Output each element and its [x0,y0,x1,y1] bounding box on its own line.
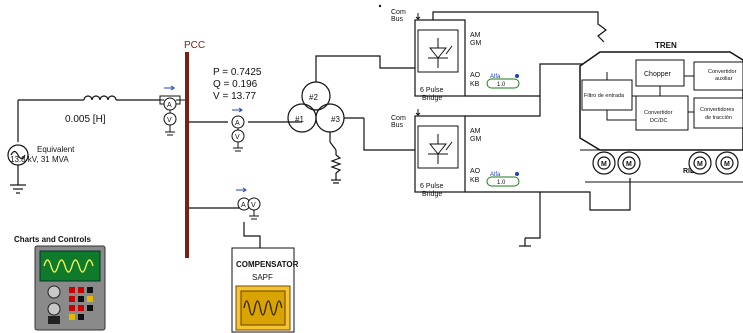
source-label: Equivalent [37,145,75,154]
power-v: V = 13.77 [213,91,257,102]
bridge-2-alpha-value: 1.0 [497,180,506,186]
motor-wheel-4 [715,151,739,175]
ac-source [7,99,84,194]
traction-converter-line1: Convertidores [700,107,734,113]
motor-wheel-1 [592,151,616,175]
bridge-2-ao: AO [470,168,481,175]
knob-icon [47,285,61,299]
aux-converter-line1: Convertidor [708,69,737,75]
meter-comp-v[interactable] [247,197,261,220]
bridge-1-pulse: 6 Pulse [420,87,443,94]
bridge-2-kb: KB [470,177,480,184]
bridge-2-gm: GM [470,136,481,143]
motor-wheel-3 [688,151,712,175]
source-rating: 13.8 kV, 31 MVA [10,155,69,164]
power-q: Q = 0.196 [213,79,258,90]
bridge-2-alpha-slider[interactable] [486,172,520,187]
line-inductor [83,95,160,101]
train-block [579,51,743,183]
bridge-1-name: Bridge [422,95,442,102]
dcdc-converter-line2: DC/DC [650,118,667,124]
bridge-1-alpha-value: 1.0 [497,82,506,88]
grounding-resistor [329,141,342,184]
bridge-2-pulse: 6 Pulse [420,183,443,190]
direction-arrow-2 [232,107,243,113]
train-title: TREN [655,41,677,50]
charts-controls-icon[interactable] [34,245,106,331]
direction-arrow-3 [236,187,247,193]
bridge-feeders [315,55,395,151]
winding-3: #3 [331,115,340,124]
bridge-1-bus: Bus [391,16,404,23]
motor-3-label: M [697,161,703,168]
bridge-1-kb: KB [470,81,480,88]
voltmeter-symbol: V [167,117,172,124]
traction-converter-line2: de tracción [705,115,732,121]
knob-icon-2 [47,302,61,316]
motor-wheel-2 [617,151,641,175]
meter-pcc-a[interactable] [231,115,245,152]
bridge-2-name: Bridge [422,191,442,198]
aux-converter-line2: auxiliar [715,76,733,82]
charts-controls-label: Charts and Controls [14,235,91,244]
winding-1: #1 [295,115,304,124]
compensator-title: COMPENSATOR [236,260,299,269]
compensator-sub: SAPF [252,273,273,282]
bridge-2-am: AM [470,128,481,135]
bridge-2 [395,109,466,193]
three-winding-transformer [287,70,364,142]
bridge-1-alpha-slider[interactable] [486,74,520,89]
pcc-label: PCC [184,40,205,51]
dcdc-converter-line1: Convertidor [644,110,673,116]
ammeter-symbol: A [167,102,172,109]
rail-label: RIEL [683,168,700,175]
inductor-value: 0.005 [H] [65,114,106,125]
compensator-block[interactable] [231,247,295,333]
bridge-1-alpha-label: Alfa [490,74,501,80]
oscilloscope-wave-icon [43,259,94,273]
compensator-feeder [189,207,261,248]
winding-2: #2 [309,93,318,102]
motor-4-label: M [724,161,730,168]
ammeter-symbol-3: A [241,202,246,209]
button-icon [48,316,60,324]
power-p: P = 0.7425 [213,67,262,78]
chopper-label: Chopper [644,71,672,78]
bridge-1-am: AM [470,32,481,39]
bridge-1-com: Com [391,9,406,16]
meter-source-v[interactable] [163,110,177,136]
stray-dot [378,4,382,8]
ammeter-symbol-2: A [235,120,240,127]
bridge-1-gm: GM [470,40,481,47]
filter-label: Filtro de entrada [584,93,625,99]
compensator-wave-icon [243,300,283,316]
motor-1-label: M [601,161,607,168]
bridge-2-alpha-label: Alfa [490,172,501,178]
bridge-2-com: Com [391,115,406,122]
bridge-1 [395,13,466,97]
voltmeter-symbol-3: V [251,202,256,209]
voltmeter-symbol-2: V [235,134,240,141]
bridge-2-bus: Bus [391,122,404,129]
bridge-1-ao: AO [470,72,481,79]
meter-source-a[interactable] [159,95,185,111]
motor-2-label: M [626,161,632,168]
direction-arrow [164,85,175,91]
